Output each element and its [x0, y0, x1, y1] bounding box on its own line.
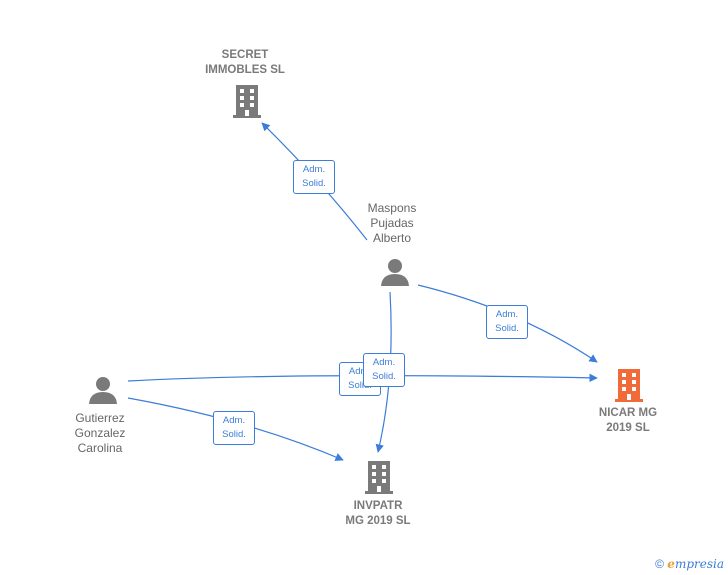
edge-gutierrez-nicar: [127, 373, 598, 383]
person-gutierrez-label[interactable]: Gutierrez Gonzalez Carolina: [74, 411, 126, 455]
brand-footer[interactable]: © empresia: [655, 557, 724, 571]
copyright-icon: ©: [655, 557, 664, 571]
relation-badge-adm-solid[interactable]: Adm. Solid.: [363, 353, 405, 387]
relation-badge-adm-solid[interactable]: Adm. Solid.: [486, 305, 528, 339]
relation-type: Solid.: [372, 371, 396, 382]
brand-initial: e: [667, 557, 675, 571]
relation-badge-adm-solid[interactable]: Adm. Solid.: [213, 411, 255, 445]
relation-role: Adm.: [348, 366, 372, 377]
brand-logo: empresia: [667, 557, 724, 571]
relation-role: Adm.: [302, 164, 326, 175]
person-icon[interactable]: [380, 257, 410, 287]
building-icon[interactable]: [364, 459, 394, 495]
person-maspons-label[interactable]: Maspons Pujadas Alberto: [367, 201, 417, 245]
relation-type: Solid.: [302, 178, 326, 189]
building-icon[interactable]: [614, 367, 644, 403]
relation-type: Solid.: [495, 323, 519, 334]
company-invpatr-label[interactable]: INVPATR MG 2019 SL: [345, 500, 411, 527]
building-icon[interactable]: [232, 83, 262, 119]
relation-type: Solid.: [348, 380, 372, 391]
relation-role: Adm.: [495, 309, 519, 320]
company-nicar-label[interactable]: NICAR MG 2019 SL: [598, 407, 658, 434]
brand-name: mpresia: [674, 557, 724, 571]
person-icon[interactable]: [88, 375, 118, 405]
relation-badge-adm-solid[interactable]: Adm. Solid.: [293, 160, 335, 194]
relation-role: Adm.: [222, 415, 246, 426]
company-secret-immobles-label[interactable]: SECRET IMMOBLES SL: [205, 49, 285, 76]
relation-type: Solid.: [222, 429, 246, 440]
relation-role: Adm.: [372, 357, 396, 368]
